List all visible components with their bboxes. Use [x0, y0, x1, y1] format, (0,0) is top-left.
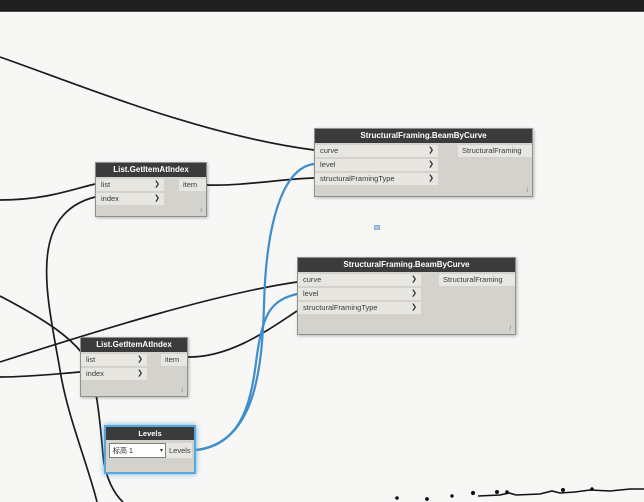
port-label: StructuralFraming — [443, 275, 503, 284]
wire-to-getitemB-index[interactable] — [0, 371, 81, 378]
port-label: structuralFramingType — [303, 303, 378, 312]
port-label: item — [183, 180, 198, 189]
caret-down-icon: ▾ — [159, 448, 163, 454]
info-icon: i — [509, 325, 511, 332]
input-port-structuralframingtype[interactable]: structuralFramingType ❯ — [298, 302, 421, 314]
port-label: item — [165, 355, 180, 364]
port-arrow-icon: ❯ — [428, 161, 434, 168]
output-port-item[interactable]: item — [161, 354, 187, 366]
info-icon: i — [526, 187, 528, 194]
port-label: index — [86, 369, 104, 378]
output-port-structuralframing[interactable]: StructuralFraming — [458, 145, 532, 157]
input-port-curve[interactable]: curve ❯ — [298, 274, 421, 286]
port-label: curve — [303, 275, 322, 284]
wire-to-beamA-curve[interactable] — [0, 56, 315, 151]
input-port-curve[interactable]: curve ❯ — [315, 145, 438, 157]
info-icon: i — [181, 387, 183, 394]
port-arrow-icon: ❯ — [137, 370, 143, 377]
node-title[interactable]: StructuralFraming.BeamByCurve — [315, 129, 532, 143]
port-label: level — [320, 160, 336, 169]
wire-to-beamB-curve[interactable] — [0, 281, 298, 363]
input-port-level[interactable]: level ❯ — [298, 288, 421, 300]
wire-to-getitemA-list[interactable] — [0, 183, 96, 201]
port-label: curve — [320, 146, 339, 155]
info-icon: i — [200, 207, 202, 214]
node-levels[interactable]: Levels 标高 1 ▾ Levels — [104, 425, 196, 474]
wire-getitemA-item-to-beamA-type[interactable] — [206, 177, 315, 186]
wire-levels-to-beamB-level[interactable] — [195, 292, 298, 452]
input-port-list[interactable]: list ❯ — [96, 179, 164, 191]
wire-bottom-to-getitemA-index[interactable] — [45, 196, 98, 502]
node-title[interactable]: List.GetItemAtIndex — [81, 338, 187, 352]
node-beambycurve-bottom[interactable]: StructuralFraming.BeamByCurve curve ❯ le… — [297, 257, 516, 335]
wire-getitemB-item-to-beamB-type[interactable] — [186, 310, 298, 358]
input-port-index[interactable]: index ❯ — [81, 368, 147, 380]
port-arrow-icon: ❯ — [428, 175, 434, 182]
port-arrow-icon: ❯ — [137, 356, 143, 363]
port-arrow-icon: ❯ — [411, 304, 417, 311]
port-label: list — [101, 180, 111, 189]
top-bar — [0, 0, 644, 12]
node-title[interactable]: StructuralFraming.BeamByCurve — [298, 258, 515, 272]
port-label: level — [303, 289, 319, 298]
levels-dropdown[interactable]: 标高 1 ▾ — [109, 443, 166, 458]
levels-dropdown-value: 标高 1 — [113, 447, 133, 455]
port-label: Levels — [169, 446, 191, 455]
node-getitematindex-top[interactable]: List.GetItemAtIndex list ❯ index ❯ item … — [95, 162, 207, 217]
input-port-list[interactable]: list ❯ — [81, 354, 147, 366]
output-port-levels[interactable]: Levels — [166, 443, 192, 458]
node-beambycurve-top[interactable]: StructuralFraming.BeamByCurve curve ❯ le… — [314, 128, 533, 197]
port-arrow-icon: ❯ — [411, 276, 417, 283]
port-label: list — [86, 355, 96, 364]
port-arrow-icon: ❯ — [154, 195, 160, 202]
node-title[interactable]: List.GetItemAtIndex — [96, 163, 206, 177]
input-port-structuralframingtype[interactable]: structuralFramingType ❯ — [315, 173, 438, 185]
node-getitematindex-bottom[interactable]: List.GetItemAtIndex list ❯ index ❯ item … — [80, 337, 188, 397]
port-arrow-icon: ❯ — [411, 290, 417, 297]
port-arrow-icon: ❯ — [154, 181, 160, 188]
port-label: index — [101, 194, 119, 203]
port-label: structuralFramingType — [320, 174, 395, 183]
node-title[interactable]: Levels — [106, 427, 194, 440]
input-port-index[interactable]: index ❯ — [96, 193, 164, 205]
input-port-level[interactable]: level ❯ — [315, 159, 438, 171]
cutoff-ink-marks — [395, 487, 644, 501]
output-port-item[interactable]: item — [179, 179, 206, 191]
port-label: StructuralFraming — [462, 146, 522, 155]
output-port-structuralframing[interactable]: StructuralFraming — [439, 274, 515, 286]
canvas-artifact — [374, 225, 380, 230]
port-arrow-icon: ❯ — [428, 147, 434, 154]
